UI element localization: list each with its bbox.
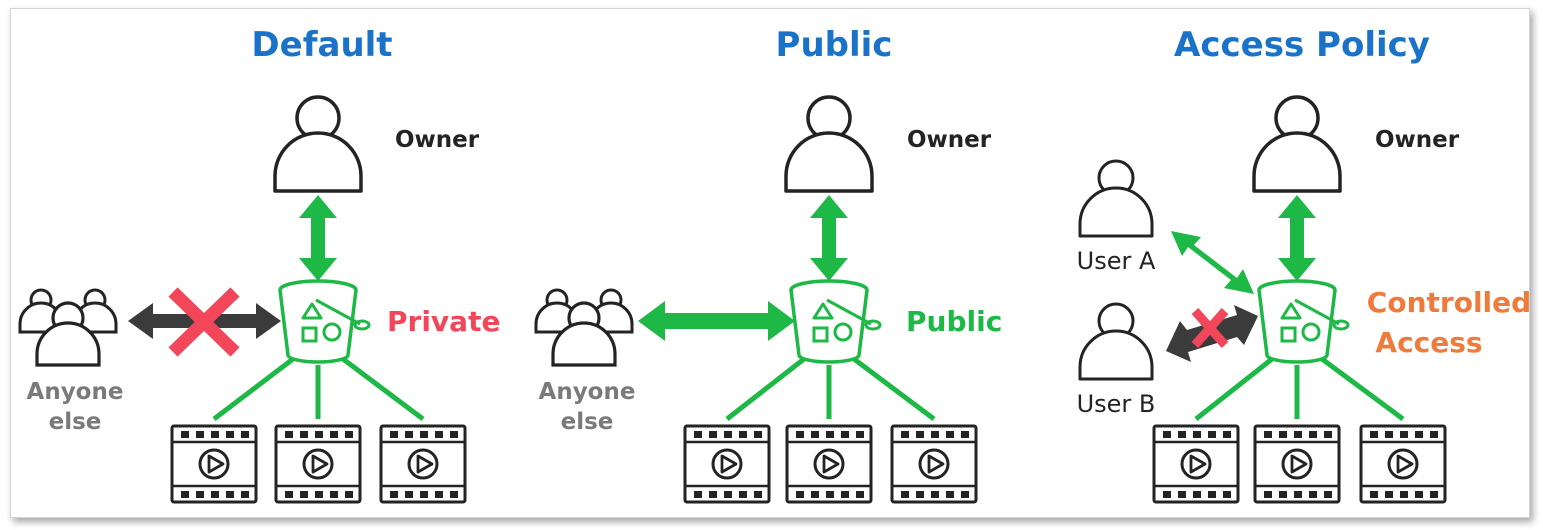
object-links [212, 357, 425, 421]
object-links [725, 357, 936, 421]
others-label-line1: Anyone [539, 379, 636, 405]
user-a-label: User A [1077, 247, 1156, 275]
video-file-icon [379, 424, 467, 504]
users-group-icon [18, 288, 118, 367]
owner-access-arrow [1278, 195, 1316, 281]
object-links [1194, 356, 1405, 422]
bucket-icon [278, 279, 371, 364]
panel-title: Default [251, 25, 392, 65]
users-group-icon [534, 288, 634, 367]
video-file-icon [274, 424, 362, 504]
diagram-frame: Default Owner Private Anyone else Public… [10, 8, 1530, 518]
user-a-icon [1078, 159, 1154, 238]
video-file-icon [170, 424, 258, 504]
x-mark-icon [168, 287, 240, 357]
owner-label: Owner [907, 127, 992, 153]
owner-user-icon [784, 95, 874, 193]
panel-default: Default Owner Private Anyone else [18, 25, 500, 504]
status-label-line1: Controlled [1367, 286, 1529, 319]
video-file-icon [1152, 424, 1240, 504]
owner-user-icon [1252, 95, 1342, 193]
user-b-icon [1078, 302, 1154, 381]
panel-access-policy: Access Policy Owner Controlled Access Us… [1077, 25, 1529, 504]
video-file-icon [683, 424, 771, 504]
others-label-line2: else [561, 409, 614, 435]
others-label-line1: Anyone [27, 379, 124, 405]
panel-title: Public [776, 25, 893, 65]
owner-label: Owner [395, 127, 480, 153]
access-diagram: Default Owner Private Anyone else Public… [18, 25, 1529, 504]
video-file-icon [1359, 424, 1447, 504]
bucket-icon [1257, 279, 1350, 364]
user-b-label: User B [1077, 390, 1156, 418]
panel-title: Access Policy [1174, 25, 1430, 65]
user-a-access-arrow [1171, 231, 1254, 294]
x-mark-icon [1191, 308, 1229, 348]
status-label-public: Public [906, 305, 1002, 338]
video-file-icon [890, 424, 978, 504]
video-file-icon [1253, 424, 1341, 504]
status-label-private: Private [387, 305, 500, 338]
others-label-line2: else [49, 409, 102, 435]
bucket-icon [789, 279, 882, 364]
video-file-icon [785, 424, 873, 504]
owner-access-arrow [810, 195, 848, 281]
owner-access-arrow [299, 195, 337, 281]
owner-user-icon [273, 95, 363, 193]
panel-public: Public Owner Public Anyone else [534, 25, 1002, 504]
owner-label: Owner [1375, 127, 1460, 153]
public-access-arrow [638, 301, 795, 341]
status-label-line2: Access [1375, 326, 1482, 359]
